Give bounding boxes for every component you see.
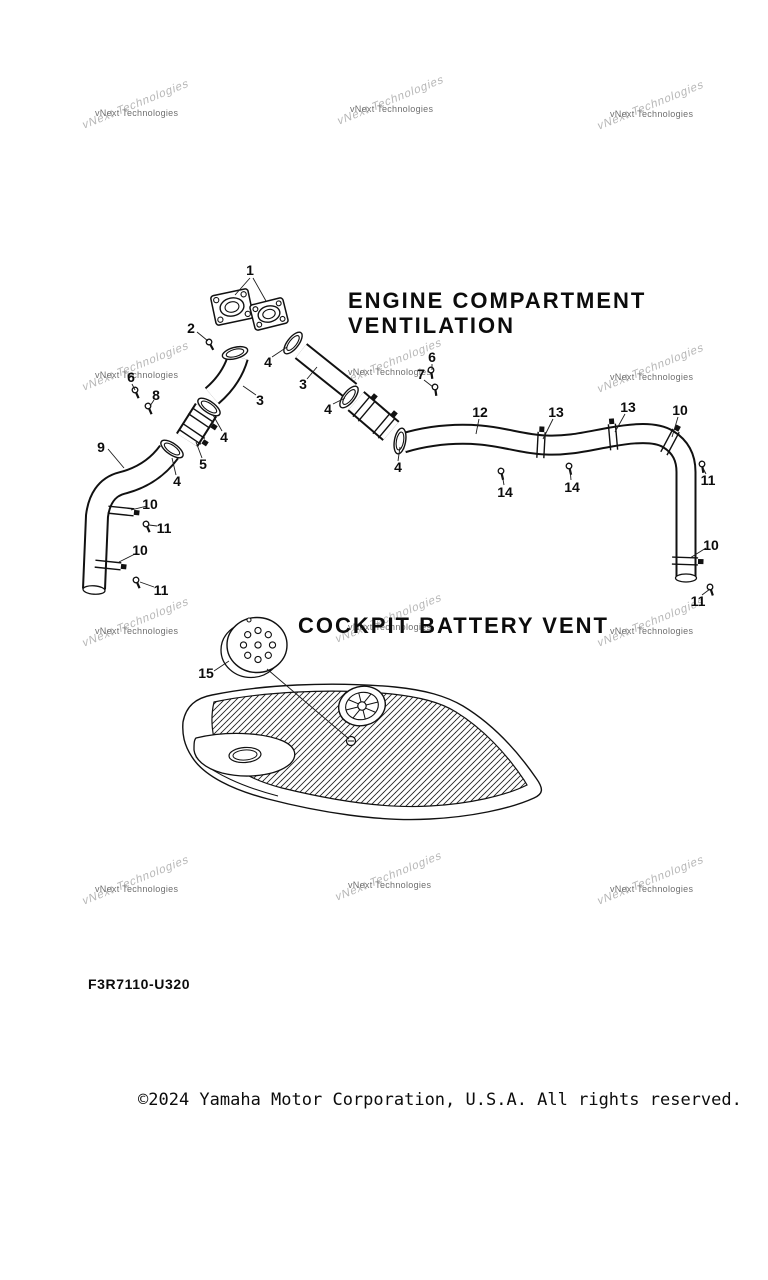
callout-3: 3: [299, 376, 307, 392]
callout-10: 10: [672, 402, 688, 418]
callout-6: 6: [428, 349, 436, 365]
part-code: F3R7110-U320: [88, 976, 191, 992]
title-line-2: VENTILATION: [348, 313, 516, 338]
callout-9: 9: [97, 439, 105, 455]
callout-8: 8: [152, 387, 160, 403]
callout-4: 4: [220, 429, 228, 445]
callout-4: 4: [324, 401, 332, 417]
callout-12: 12: [472, 404, 488, 420]
callout-14: 14: [497, 484, 513, 500]
battery-vent-grille: [220, 616, 288, 679]
callout-4: 4: [394, 459, 402, 475]
callout-13: 13: [620, 399, 636, 415]
title-line-1: ENGINE COMPARTMENT: [348, 288, 647, 313]
callout-10: 10: [132, 542, 148, 558]
callout-11: 11: [700, 472, 716, 488]
callout-14: 14: [564, 479, 580, 495]
callout-13: 13: [548, 404, 564, 420]
callout-1: 1: [246, 262, 254, 278]
section-title-engine-ventilation: ENGINE COMPARTMENT VENTILATION: [348, 288, 646, 338]
flange-fitting-left: [210, 288, 254, 326]
flange-fitting-right: [249, 297, 289, 331]
hose-end-left: [82, 585, 106, 595]
callout-10: 10: [703, 537, 719, 553]
fan-vent: [338, 685, 386, 727]
callout-2: 2: [187, 320, 195, 336]
copyright-line: ©2024 Yamaha Motor Corporation, U.S.A. A…: [138, 1090, 742, 1110]
callout-15: 15: [198, 665, 214, 681]
section-title-cockpit-battery-vent: COCKPIT BATTERY VENT: [298, 613, 609, 638]
callout-5: 5: [199, 456, 207, 472]
callout-11: 11: [690, 593, 706, 609]
callout-11: 11: [156, 520, 172, 536]
callout-6: 6: [127, 369, 135, 385]
hull-bracket: [193, 732, 296, 777]
callout-3: 3: [256, 392, 264, 408]
vent-ducts-and-hoses: [82, 343, 698, 595]
callout-4: 4: [264, 354, 272, 370]
callout-10: 10: [142, 496, 158, 512]
hose-end-right: [674, 573, 698, 583]
callout-4: 4: [173, 473, 181, 489]
callout-7: 7: [417, 366, 425, 382]
cockpit-hull: [182, 683, 543, 821]
callout-11: 11: [153, 582, 169, 598]
leader-lines: [107, 277, 711, 740]
